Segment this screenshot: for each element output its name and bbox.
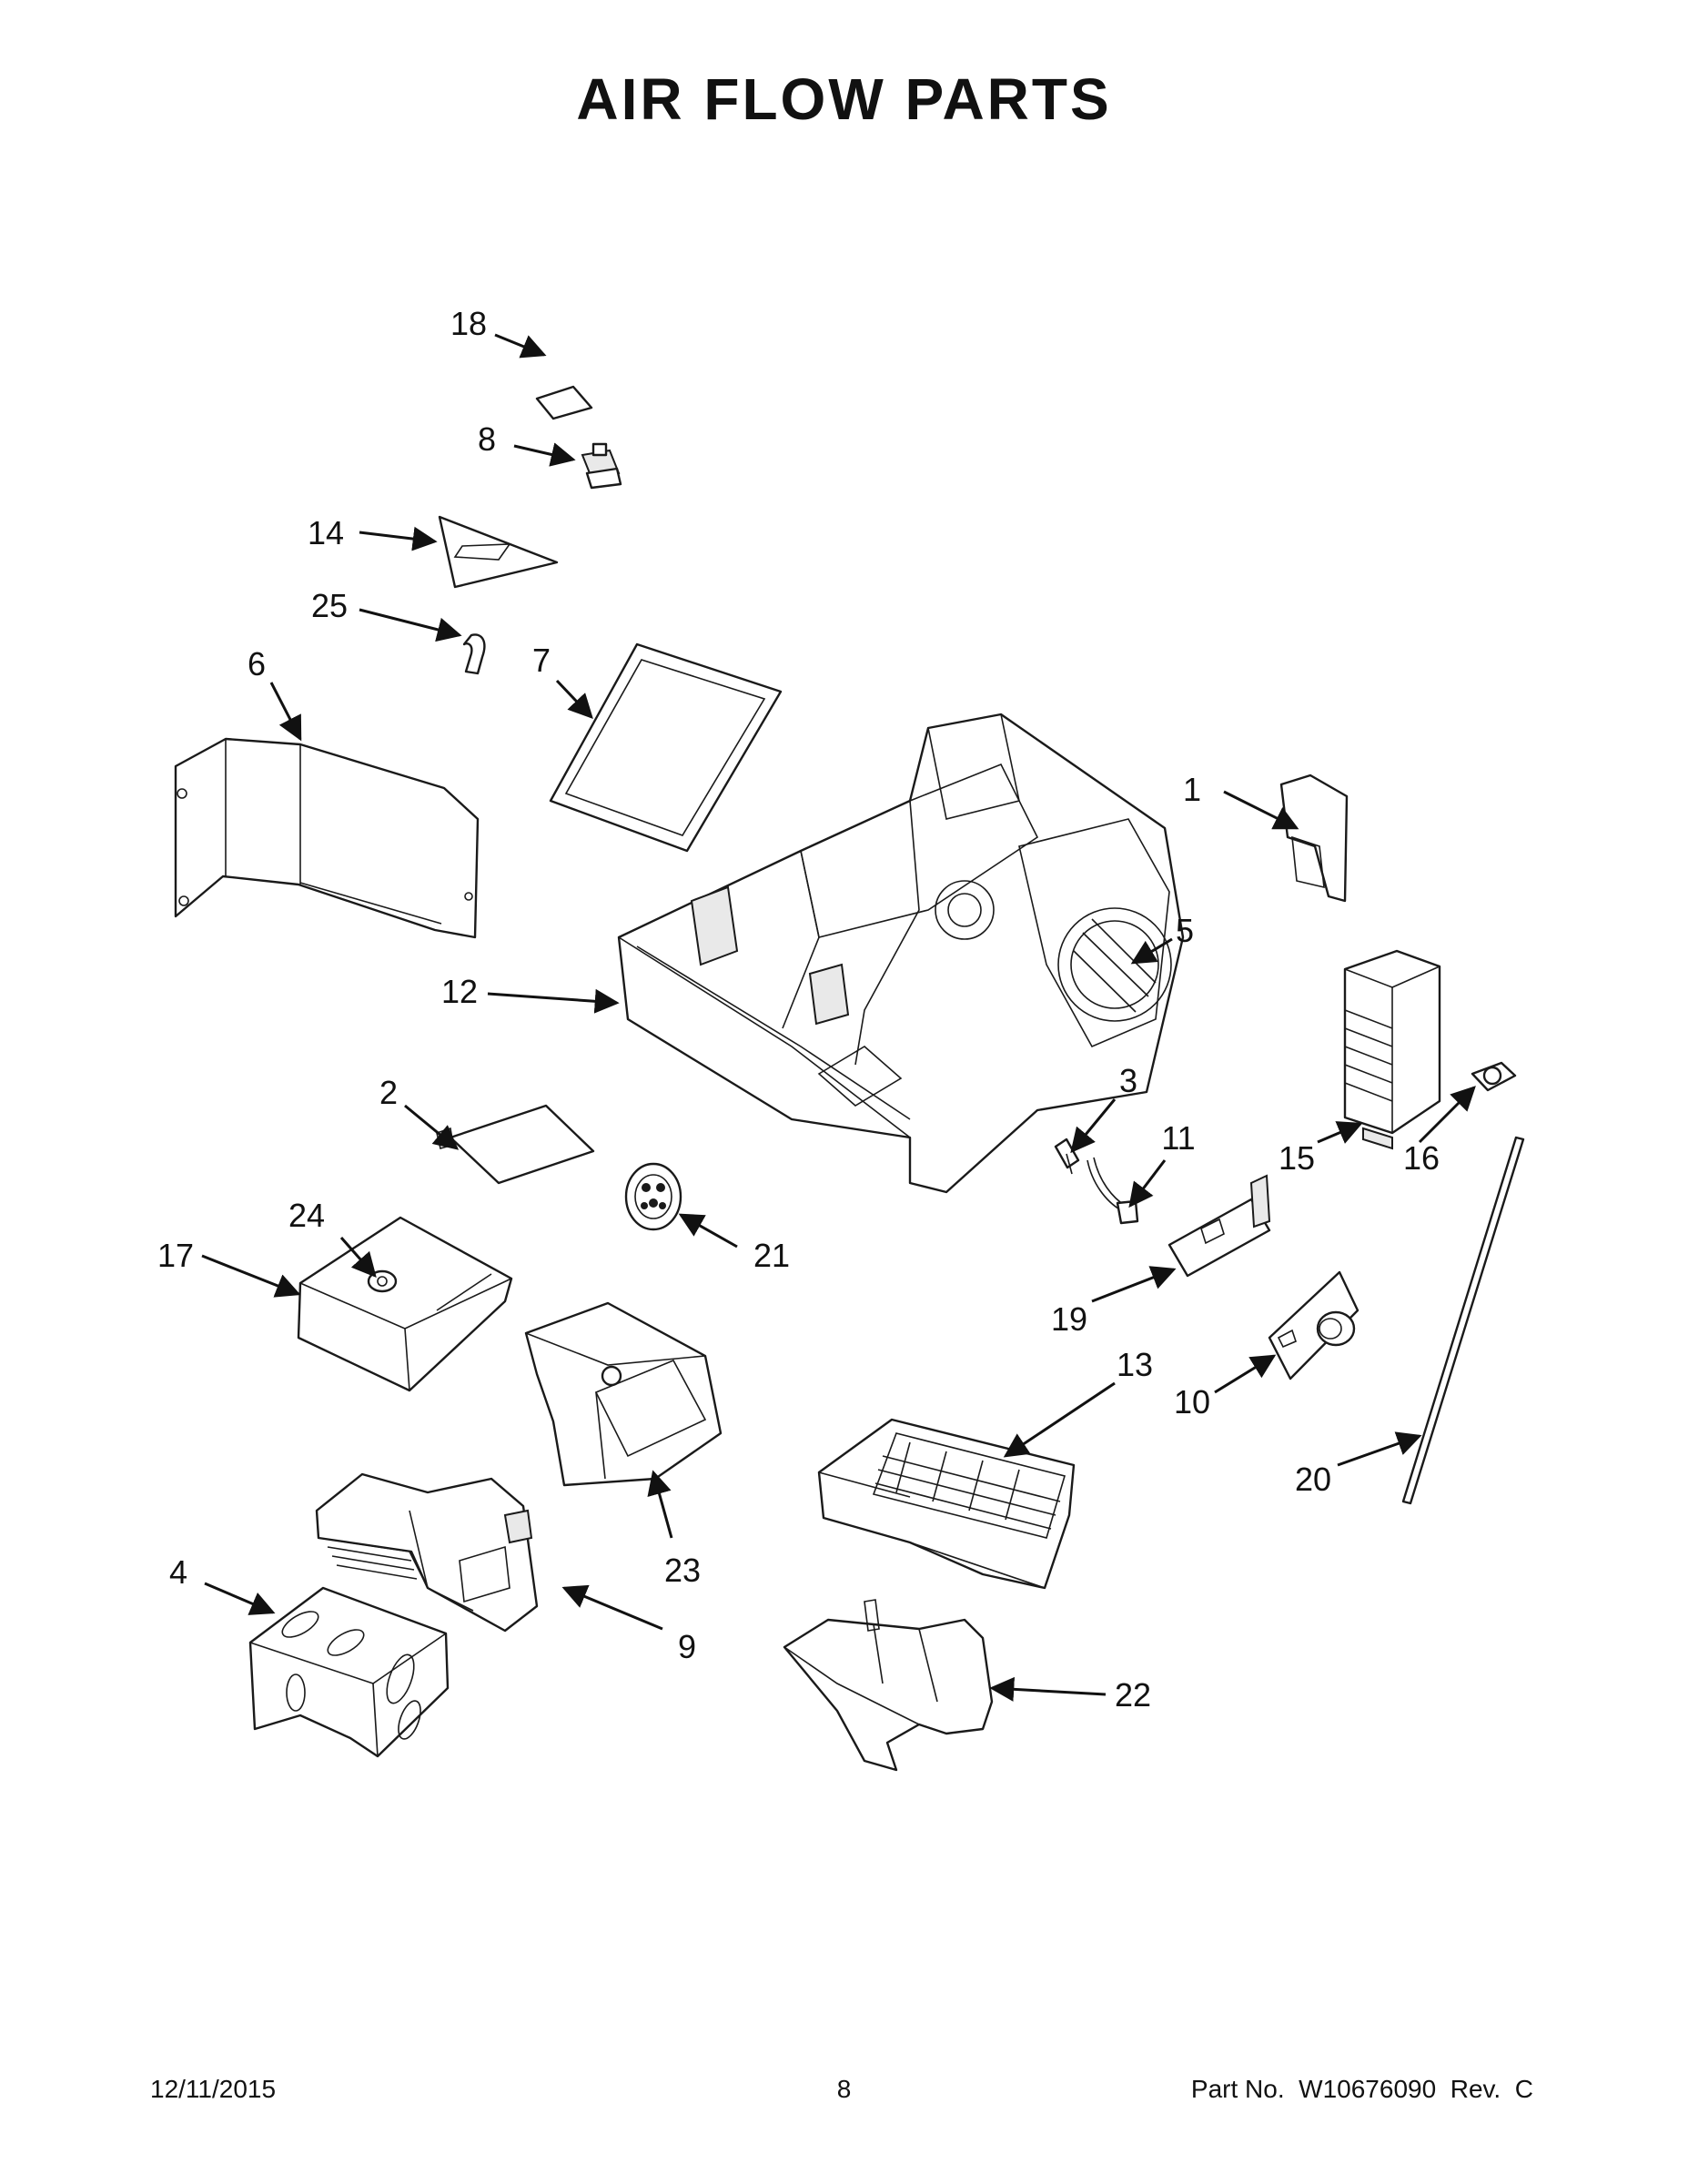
callout-25: 25 [311,587,348,624]
leader-3 [1070,1098,1117,1154]
callout-13: 13 [1117,1346,1153,1383]
leader-15 [1317,1121,1363,1144]
callout-5: 5 [1176,912,1194,949]
leader-20 [1337,1431,1422,1467]
part-19-shape [1167,1174,1271,1278]
page-title: AIR FLOW PARTS [576,66,1112,132]
part-8-shape [581,442,622,490]
part-4-shape [248,1586,450,1758]
part-18-shape [535,385,593,420]
callout-10: 10 [1174,1383,1210,1421]
callout-labels: 1 2 3 4 5 6 7 8 9 10 11 12 13 14 15 16 1… [157,305,1440,1714]
part-7-shape [549,642,783,853]
leader-lines [201,333,1476,1702]
footer-date: 12/11/2015 [150,2075,277,2103]
callout-3: 3 [1119,1062,1137,1099]
part-17-shape [297,1216,513,1392]
callout-9: 9 [678,1628,696,1665]
callout-11: 11 [1161,1119,1195,1157]
leader-16 [1418,1086,1476,1144]
leader-4 [204,1582,276,1615]
callout-24: 24 [288,1197,325,1234]
leader-19 [1091,1266,1177,1303]
callout-20: 20 [1295,1461,1331,1498]
callout-16: 16 [1403,1139,1440,1177]
leader-7 [555,679,593,719]
leader-21 [678,1213,738,1249]
part-10-shape [1268,1270,1359,1380]
leader-23 [647,1470,673,1539]
leader-10 [1214,1354,1277,1394]
callout-4: 4 [169,1553,187,1591]
leader-9 [561,1584,663,1631]
leader-24 [339,1237,377,1279]
callout-21: 21 [753,1237,790,1274]
leader-17 [201,1254,301,1298]
callout-1: 1 [1183,771,1201,808]
leader-25 [359,608,462,642]
part-3-shape [1054,1138,1080,1175]
callout-19: 19 [1051,1300,1087,1338]
callout-2: 2 [379,1074,398,1111]
part-15-shape [1343,949,1441,1150]
leader-1 [1223,790,1299,830]
part-22-shape [783,1599,994,1772]
part-25-shape [462,633,486,675]
part-23-shape [524,1301,723,1487]
callout-22: 22 [1115,1676,1151,1714]
footer-page-number: 8 [836,2075,852,2103]
part-12-shape [617,713,1185,1194]
part-9-shape [315,1472,539,1633]
callout-8: 8 [478,420,496,458]
part-11-shape [1087,1157,1139,1225]
leader-8 [513,442,576,467]
leader-12 [487,988,620,1014]
leader-2 [404,1104,460,1150]
callout-7: 7 [532,642,551,679]
callout-12: 12 [441,973,478,1010]
part-16-shape [1471,1061,1517,1092]
leader-18 [494,333,547,359]
leader-13 [1003,1381,1116,1458]
part-2-shape [436,1104,595,1185]
leader-6 [269,682,302,742]
leader-14 [359,526,438,551]
callout-6: 6 [248,645,266,682]
leader-22 [989,1676,1107,1702]
part-1-shape [1279,774,1349,903]
footer-part-number: Part No. W10676090 Rev. C [1190,2075,1533,2103]
leader-11 [1128,1159,1167,1208]
callout-18: 18 [450,305,487,342]
part-14-shape [438,515,559,589]
part-6-shape [174,737,480,939]
callout-14: 14 [308,514,344,551]
part-20-shape [1401,1136,1525,1505]
callout-17: 17 [157,1237,194,1274]
callout-15: 15 [1279,1139,1315,1177]
leader-5 [1130,937,1173,965]
part-13-shape [817,1418,1076,1590]
callout-23: 23 [664,1552,701,1589]
part-21-shape [624,1162,682,1231]
